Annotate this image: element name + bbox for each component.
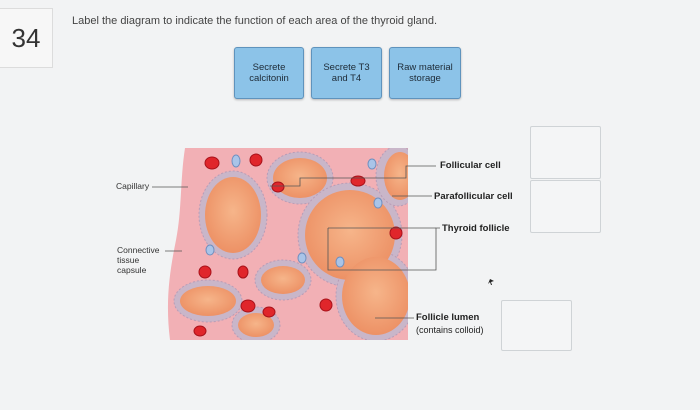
- connective-line: tissue: [117, 255, 139, 265]
- parafollicular-cell-label: Parafollicular cell: [434, 191, 513, 202]
- blood-cell: [199, 266, 211, 278]
- drop-target-parafollicular-cell[interactable]: [530, 180, 601, 233]
- follicle-lumen-label: Follicle lumen (contains colloid): [416, 312, 484, 336]
- connective-line: capsule: [117, 265, 146, 275]
- parafollicular-cell: [232, 155, 240, 167]
- blood-cell: [390, 227, 402, 239]
- blood-cell: [263, 307, 275, 317]
- blood-cell: [238, 266, 248, 278]
- follicle-lumen-title: Follicle lumen: [416, 312, 479, 323]
- parafollicular-cell: [206, 245, 214, 255]
- blood-cell: [250, 154, 262, 166]
- parafollicular-cell: [368, 159, 376, 169]
- blood-cell: [272, 182, 284, 192]
- blood-cell: [205, 157, 219, 169]
- follicle-lumen: [180, 286, 236, 316]
- follicle-lumen: [205, 177, 261, 253]
- capillary-label: Capillary: [116, 181, 149, 191]
- blood-cell: [194, 326, 206, 336]
- follicle-lumen: [342, 257, 410, 335]
- blood-cell: [241, 300, 255, 312]
- follicle-lumen: [384, 152, 416, 200]
- parafollicular-cell: [374, 198, 382, 208]
- follicle-lumen-note: (contains colloid): [416, 324, 484, 336]
- connective-line: Connective: [117, 245, 160, 255]
- thyroid-follicle-label: Thyroid follicle: [442, 223, 510, 234]
- blood-cell: [351, 176, 365, 186]
- parafollicular-cell: [336, 257, 344, 267]
- connective-tissue-label: Connective tissue capsule: [117, 245, 160, 275]
- parafollicular-cell: [298, 253, 306, 263]
- follicular-cell-label: Follicular cell: [440, 160, 501, 171]
- blood-cell: [320, 299, 332, 311]
- drop-target-follicular-cell[interactable]: [530, 126, 601, 179]
- cursor-arrow-icon: [488, 279, 494, 285]
- follicle-lumen: [261, 266, 305, 294]
- drop-target-follicle-lumen[interactable]: [501, 300, 572, 351]
